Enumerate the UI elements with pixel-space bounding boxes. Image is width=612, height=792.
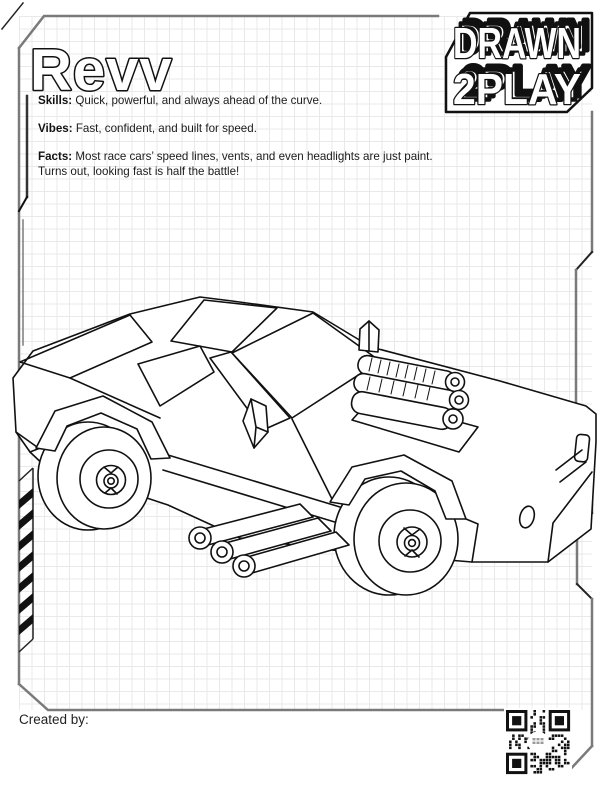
front-end-details xyxy=(465,433,593,563)
vibes-text: Fast, confident, and built for speed. xyxy=(72,122,257,135)
door-mirror xyxy=(242,398,269,449)
svg-text:2PLAY: 2PLAY xyxy=(462,57,590,106)
svg-text:DRAWN: DRAWN xyxy=(453,19,581,68)
drawn2play-logo: DRAWN 2PLAY DRAWN 2PLAY DRAWN 2PLAY xyxy=(452,9,593,116)
facts-label: Facts: xyxy=(38,150,73,163)
vibes-line: Vibes: Fast, confident, and built for sp… xyxy=(38,121,440,136)
skills-line: Skills: Quick, powerful, and always ahea… xyxy=(38,93,440,108)
car-roof xyxy=(170,299,278,353)
corner-accent-top-left xyxy=(0,1,25,31)
svg-text:DRAWN: DRAWN xyxy=(458,15,586,64)
car-door-window xyxy=(209,351,291,431)
logo-box: DRAWN 2PLAY DRAWN 2PLAY DRAWN 2PLAY xyxy=(444,9,594,116)
car-side-window xyxy=(137,345,215,407)
facts-line: Facts: Most race cars’ speed lines, vent… xyxy=(38,149,440,179)
front-wheel xyxy=(333,476,459,596)
character-description: Skills: Quick, powerful, and always ahea… xyxy=(38,93,440,192)
facts-text: Most race cars’ speed lines, vents, and … xyxy=(38,150,433,178)
side-exhaust-pipes xyxy=(188,503,350,578)
front-fender-arch xyxy=(329,454,467,520)
svg-text:DRAWN: DRAWN xyxy=(462,11,590,60)
engine-blower xyxy=(350,354,470,431)
page-title: Revv xyxy=(30,38,173,103)
created-by-label: Created by: xyxy=(19,712,89,727)
cowl-mirror xyxy=(358,320,380,353)
svg-text:2PLAY: 2PLAY xyxy=(453,65,581,114)
svg-text:2PLAY: 2PLAY xyxy=(458,61,586,110)
rear-fender-arch xyxy=(35,395,171,460)
rear-wheel xyxy=(37,421,152,531)
vibes-label: Vibes: xyxy=(38,122,73,135)
qr-center-logo xyxy=(532,738,544,744)
skills-label: Skills: xyxy=(38,94,73,107)
hazard-stripes xyxy=(18,467,34,653)
skills-text: Quick, powerful, and always ahead of the… xyxy=(72,94,323,107)
race-car-illustration xyxy=(12,296,597,596)
qr-code xyxy=(504,708,572,776)
